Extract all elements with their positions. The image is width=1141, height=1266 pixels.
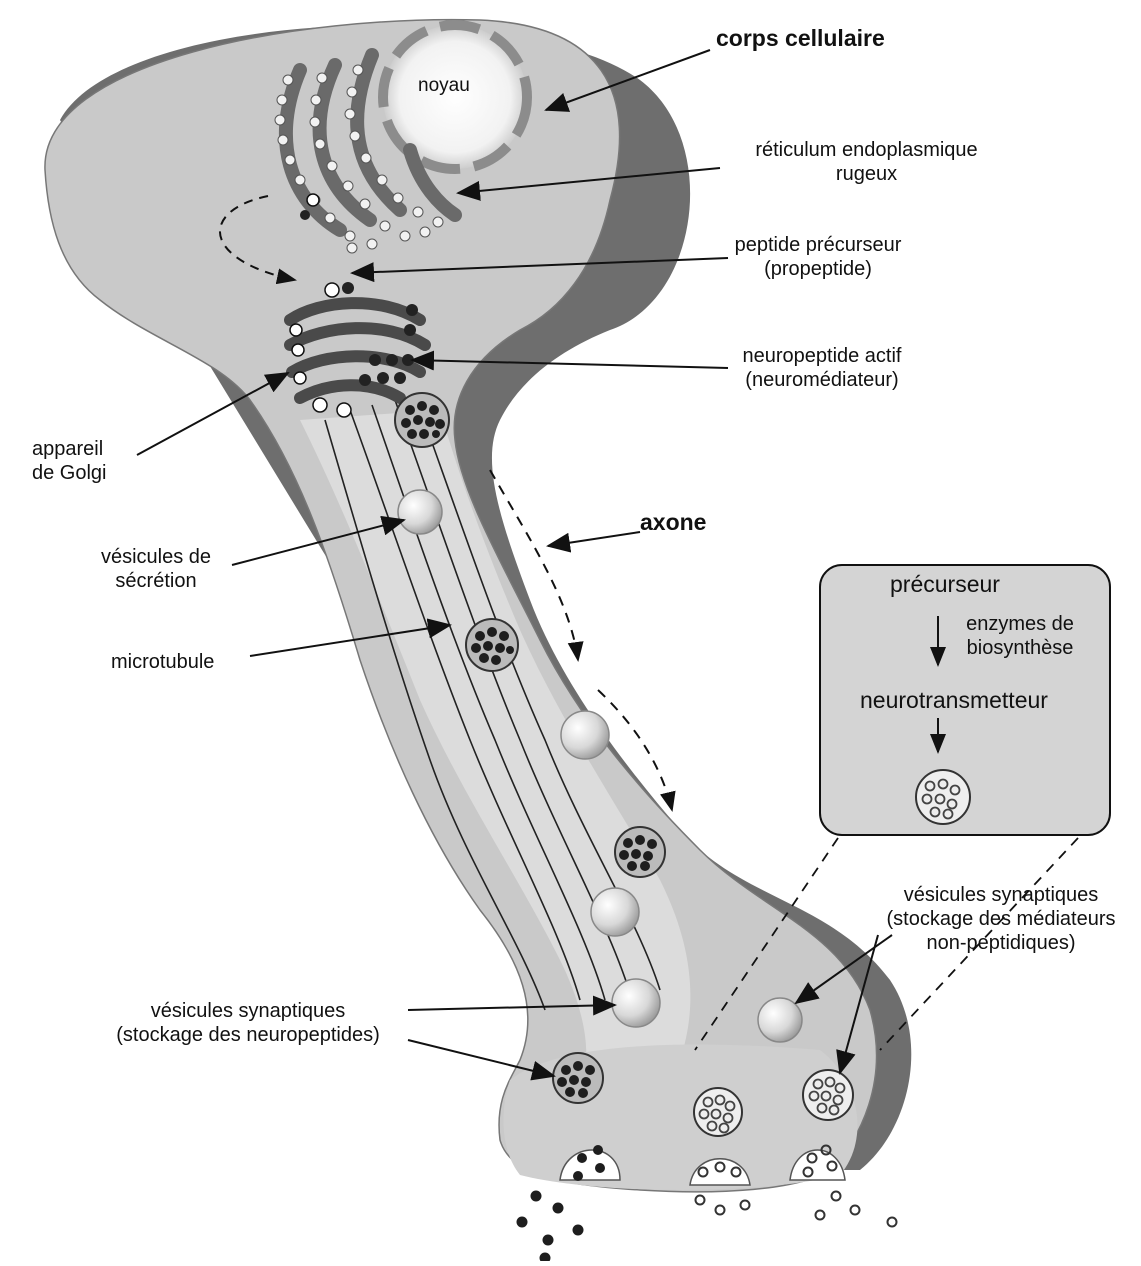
label-peptide-line1: peptide précurseur (728, 233, 908, 257)
label-noyau: noyau (418, 74, 470, 98)
label-vsp-line1: vésicules synaptiques (92, 999, 404, 1023)
label-reticulum-line1: réticulum endoplasmique (734, 138, 999, 162)
label-neuropeptide-line1: neuropeptide actif (732, 344, 912, 368)
dense-core-vesicle (553, 1053, 603, 1103)
label-vesicules-secretion-line1: vésicules de (86, 545, 226, 569)
label-microtubule: microtubule (111, 650, 214, 674)
label-golgi-line2: de Golgi (32, 461, 107, 485)
dense-core-vesicle (615, 827, 665, 877)
label-vesicules-secretion: vésicules de sécrétion (86, 545, 226, 593)
label-reticulum: réticulum endoplasmique rugeux (734, 138, 999, 186)
secretory-vesicle (758, 998, 802, 1042)
inset-vesicle (916, 770, 970, 824)
label-neuropeptide-line2: (neuromédiateur) (732, 368, 912, 392)
small-vesicle-cluster (803, 1070, 853, 1120)
label-corps-cellulaire: corps cellulaire (716, 26, 885, 50)
secretory-vesicle (591, 888, 639, 936)
label-vesicules-synaptiques-p: vésicules synaptiques (stockage des neur… (92, 999, 404, 1047)
label-axone: axone (640, 510, 706, 534)
small-vesicle-cluster (694, 1088, 742, 1136)
label-vesicules-secretion-line2: sécrétion (86, 569, 226, 593)
label-neuropeptide-actif: neuropeptide actif (neuromédiateur) (732, 344, 912, 392)
secretory-vesicle (612, 979, 660, 1027)
label-vsnp-line1: vésicules synaptiques (870, 883, 1132, 907)
label-peptide-line2: (propeptide) (728, 257, 908, 281)
label-vsp-line2: (stockage des neuropeptides) (92, 1023, 404, 1047)
label-vsnp-line3: non-peptidiques) (870, 931, 1132, 955)
inset-neurotransmetteur: neurotransmetteur (860, 688, 1048, 712)
label-golgi: appareil de Golgi (32, 437, 107, 485)
inset-enzymes-line2: biosynthèse (950, 636, 1090, 660)
dense-core-vesicle (466, 619, 518, 671)
dense-core-vesicle (395, 393, 449, 447)
label-vesicules-synaptiques-np: vésicules synaptiques (stockage des médi… (870, 883, 1132, 955)
secretory-vesicle (398, 490, 442, 534)
label-vsnp-line2: (stockage des médiateurs (870, 907, 1132, 931)
label-peptide-precurseur: peptide précurseur (propeptide) (728, 233, 908, 281)
inset-enzymes: enzymes de biosynthèse (950, 612, 1090, 660)
inset-enzymes-line1: enzymes de (950, 612, 1090, 636)
label-reticulum-line2: rugeux (734, 162, 999, 186)
inset-precurseur: précurseur (890, 572, 1000, 596)
secretory-vesicle (561, 711, 609, 759)
label-golgi-line1: appareil (32, 437, 107, 461)
